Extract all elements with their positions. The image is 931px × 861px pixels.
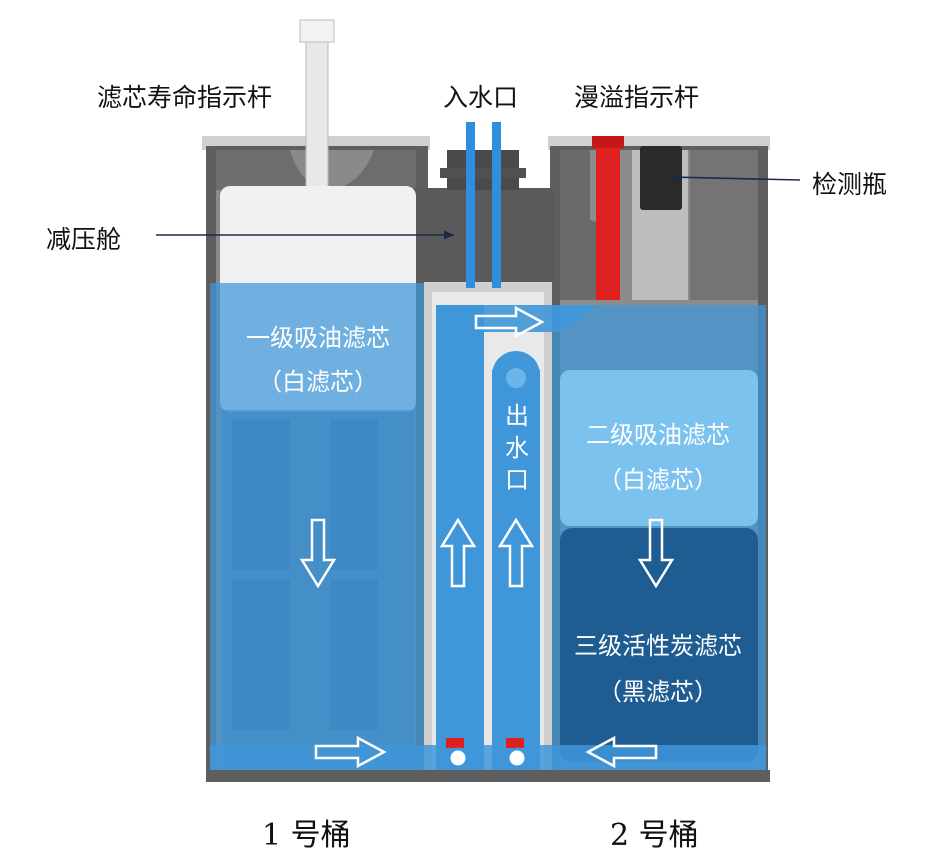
label-water-outlet: 出水口	[505, 402, 529, 494]
valve-left-ring	[447, 747, 469, 769]
stage1-filter-lower	[222, 410, 414, 780]
stage3-filter	[560, 528, 758, 762]
valve-right-ring	[506, 747, 528, 769]
label-water-inlet: 入水口	[443, 83, 519, 112]
label-filter-life-indicator: 滤芯寿命指示杆	[97, 83, 273, 112]
bottom-base	[206, 770, 770, 782]
overflow-rod	[596, 140, 620, 300]
bucket1-cap-curve	[216, 150, 416, 190]
decompression-chamber	[414, 188, 554, 284]
label-stage3-filter-note: （黑滤芯）	[598, 678, 718, 706]
inlet-fitting-lip	[440, 168, 526, 178]
overflow-rod-cap	[592, 136, 624, 148]
label-stage2-filter-note: （白滤芯）	[598, 466, 718, 494]
valve-left	[446, 738, 464, 748]
valve-right	[506, 738, 524, 748]
bucket1-panel-b	[330, 420, 378, 570]
leader-detection-bottle	[669, 172, 801, 182]
upflow-pipe-left	[436, 305, 484, 775]
bucket1-panel-a	[232, 420, 290, 570]
flow-arrow-left-bottom	[585, 735, 658, 769]
flow-arrow-right-bottom	[314, 735, 387, 769]
label-stage1-filter: 一级吸油滤芯	[246, 324, 390, 352]
filter-life-rod	[305, 39, 329, 191]
inlet-tube-right	[492, 122, 501, 288]
label-detection-bottle: 检测瓶	[812, 170, 888, 199]
flow-arrow-right-top	[474, 305, 545, 339]
label-stage3-filter: 三级活性炭滤芯	[574, 632, 742, 660]
label-decompression-chamber: 减压舱	[46, 225, 122, 254]
flow-arrow-up-2	[497, 517, 535, 588]
outlet-pipe	[492, 370, 540, 775]
label-stage2-filter: 二级吸油滤芯	[586, 421, 730, 449]
flow-arrow-down-2	[637, 518, 675, 589]
stage2-filter	[560, 370, 758, 526]
flow-arrow-down-1	[299, 518, 337, 589]
bottom-channel	[210, 745, 766, 771]
label-bucket1: 1 号桶	[262, 818, 351, 853]
detection-bottle	[640, 146, 682, 210]
label-overflow-indicator: 漫溢指示杆	[574, 83, 700, 112]
outlet-port-hole	[506, 368, 526, 388]
bucket1-panel-d	[330, 580, 378, 730]
inlet-tube-left	[466, 122, 475, 288]
label-bucket2: 2 号桶	[610, 818, 699, 853]
bucket1-panel-c	[232, 580, 290, 730]
flow-arrow-up-1	[439, 517, 477, 588]
label-stage1-filter-note: （白滤芯）	[258, 368, 378, 396]
bucket2-top-step-right	[690, 150, 758, 300]
filter-life-rod-cap	[299, 19, 335, 43]
